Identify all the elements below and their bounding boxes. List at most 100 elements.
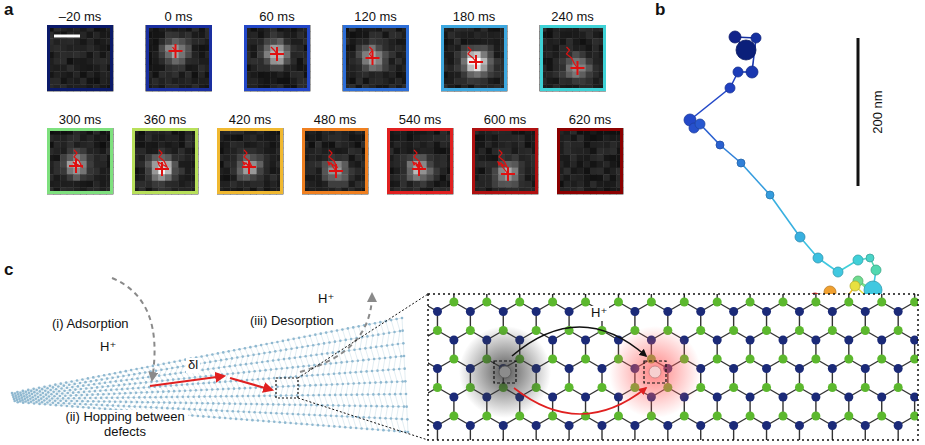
pixel [407, 148, 414, 155]
pixel [264, 32, 271, 39]
pixel [525, 168, 532, 175]
pixel [389, 38, 396, 45]
pixel [54, 174, 61, 181]
pixel [487, 32, 494, 39]
pixel [80, 141, 87, 148]
sheet-bond [285, 368, 287, 377]
pixel [158, 135, 165, 142]
pixel [185, 148, 192, 155]
pixel [389, 78, 396, 85]
sheet-bond [268, 361, 271, 369]
sheet-bond [273, 351, 275, 360]
pixel [394, 168, 401, 175]
pixel [230, 148, 237, 155]
pixel [54, 58, 61, 65]
pixel [224, 154, 231, 161]
pixel [172, 32, 179, 39]
microscopy-frame [47, 25, 113, 91]
pixel [270, 154, 277, 161]
pixel [73, 45, 80, 52]
pixel [553, 65, 560, 72]
pixel [487, 38, 494, 45]
sheet-bond [386, 321, 389, 333]
pixel [448, 58, 455, 65]
pixel [251, 71, 258, 78]
pixel [165, 38, 172, 45]
sheet-bond [284, 350, 286, 360]
pixel [192, 51, 199, 58]
pixel [179, 78, 186, 85]
pixel [597, 135, 604, 142]
pixel [389, 65, 396, 72]
frame-images [47, 25, 623, 194]
sheet-bond [310, 336, 313, 345]
microscopy-frame [146, 25, 212, 91]
pixel [263, 135, 270, 142]
pixel [427, 168, 434, 175]
sheet-bond [338, 341, 340, 352]
pixel [257, 141, 264, 148]
pixel [100, 58, 107, 65]
pixel [603, 161, 610, 168]
pixel [263, 174, 270, 181]
pixel [479, 141, 486, 148]
pixel [573, 32, 580, 39]
sheet-bond [262, 353, 264, 362]
pixel [185, 65, 192, 72]
sheet-bond [388, 357, 390, 369]
pixel [198, 32, 205, 39]
pixel [100, 181, 107, 188]
pixel [394, 141, 401, 148]
pixel [257, 154, 264, 161]
pixel [505, 135, 512, 142]
pixel [394, 161, 401, 168]
pixel [394, 154, 401, 161]
pixel [487, 65, 494, 72]
pixel [224, 161, 231, 168]
pixel [290, 45, 297, 52]
pixel [230, 135, 237, 142]
pixel [474, 32, 481, 39]
pixel [590, 168, 597, 175]
pixel [67, 38, 74, 45]
pixel [237, 148, 244, 155]
pixel [498, 135, 505, 142]
pixel [270, 71, 277, 78]
sheet-bond [334, 363, 336, 374]
pixel [60, 135, 67, 142]
sheet-bond [257, 354, 259, 363]
pixel [159, 51, 166, 58]
pixel [577, 168, 584, 175]
pixel [139, 161, 146, 168]
pixel [145, 135, 152, 142]
pixel [145, 148, 152, 155]
pixel [362, 38, 369, 45]
pixel [145, 174, 152, 181]
position-cross [161, 162, 163, 176]
pixel [243, 174, 250, 181]
pixel [87, 141, 94, 148]
pixel [579, 71, 586, 78]
pixel [603, 174, 610, 181]
pixel [485, 161, 492, 168]
pixel [263, 141, 270, 148]
pixel [376, 45, 383, 52]
pixel [376, 38, 383, 45]
pixel [546, 58, 553, 65]
pixel [479, 154, 486, 161]
position-cross [248, 160, 250, 174]
pixel [270, 32, 277, 39]
pixel [518, 148, 525, 155]
pixel [178, 135, 185, 142]
pixel [159, 32, 166, 39]
pixel [270, 141, 277, 148]
pixel [93, 78, 100, 85]
pixel [185, 141, 192, 148]
pixel [178, 148, 185, 155]
pixel [342, 154, 349, 161]
pixel [525, 141, 532, 148]
pixel [100, 51, 107, 58]
sheet-bond [348, 328, 351, 339]
pixel [433, 174, 440, 181]
pixel [185, 58, 192, 65]
